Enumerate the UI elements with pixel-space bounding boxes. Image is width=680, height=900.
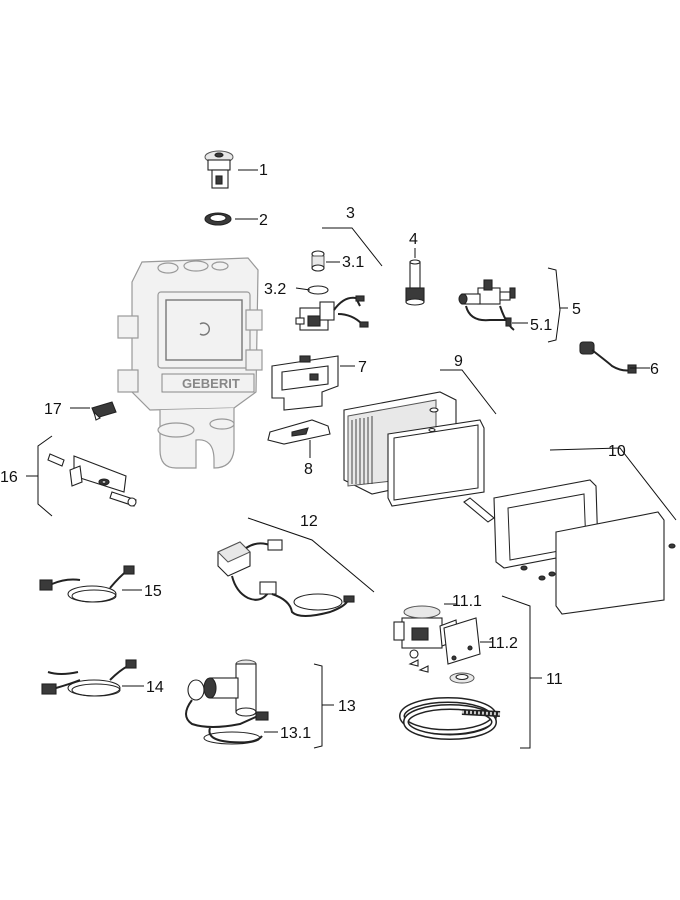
part-10-flush-plate [463,479,676,615]
label-5: 5 [572,301,581,318]
part-3-1-seal [311,250,325,272]
part-14-cable [41,659,137,697]
label-13-1: 13.1 [280,725,311,742]
label-1: 1 [259,162,268,179]
part-12-power-supply [217,539,355,617]
label-16: 16 [0,469,18,486]
part-3-2-solenoid-valve [295,285,369,331]
label-7: 7 [358,359,367,376]
part-6-sensor-cable [579,341,637,374]
part-11-clips [408,659,429,673]
label-11: 11 [546,671,563,688]
label-9: 9 [454,353,463,370]
label-3-2: 3.2 [264,281,286,298]
label-3: 3 [346,205,355,222]
label-5-1: 5.1 [530,317,552,334]
part-7-mounting-frame [271,355,339,411]
part-4-pipe-fitting [405,259,425,306]
callout-labels: 1 2 3 3.1 3.2 4 5 5.1 6 7 8 9 10 11 11.1… [0,162,659,742]
part-16-fixing-set [47,453,137,507]
part-13-valve-body [187,659,257,717]
label-12: 12 [300,513,318,530]
label-11-1: 11.1 [452,593,482,610]
label-17: 17 [44,401,62,418]
part-1-valve [204,150,234,189]
part-13-1-cable [185,699,269,745]
label-14: 14 [146,679,164,696]
label-3-1: 3.1 [342,254,364,271]
label-10: 10 [608,443,626,460]
label-15: 15 [144,583,162,600]
label-6: 6 [650,361,659,378]
part-5-1-inlet-valve [458,279,516,331]
part-17-bracket [91,401,117,421]
geberit-logo: GEBERIT [182,376,240,391]
label-4: 4 [409,231,418,248]
concealed-housing-ghost: GEBERIT [117,257,263,469]
part-8-bracket-clip [267,419,331,445]
label-11-2: 11.2 [488,635,518,652]
part-15-cable [39,565,135,603]
part-11-2-cover-plate [443,617,481,665]
part-9-actuator-block [343,391,485,507]
label-8: 8 [304,461,313,478]
part-11-seal-ring [449,672,475,684]
label-2: 2 [259,212,268,229]
part-2-nut [204,212,232,226]
label-13: 13 [338,698,356,715]
part-11-hose-coil [399,697,501,740]
